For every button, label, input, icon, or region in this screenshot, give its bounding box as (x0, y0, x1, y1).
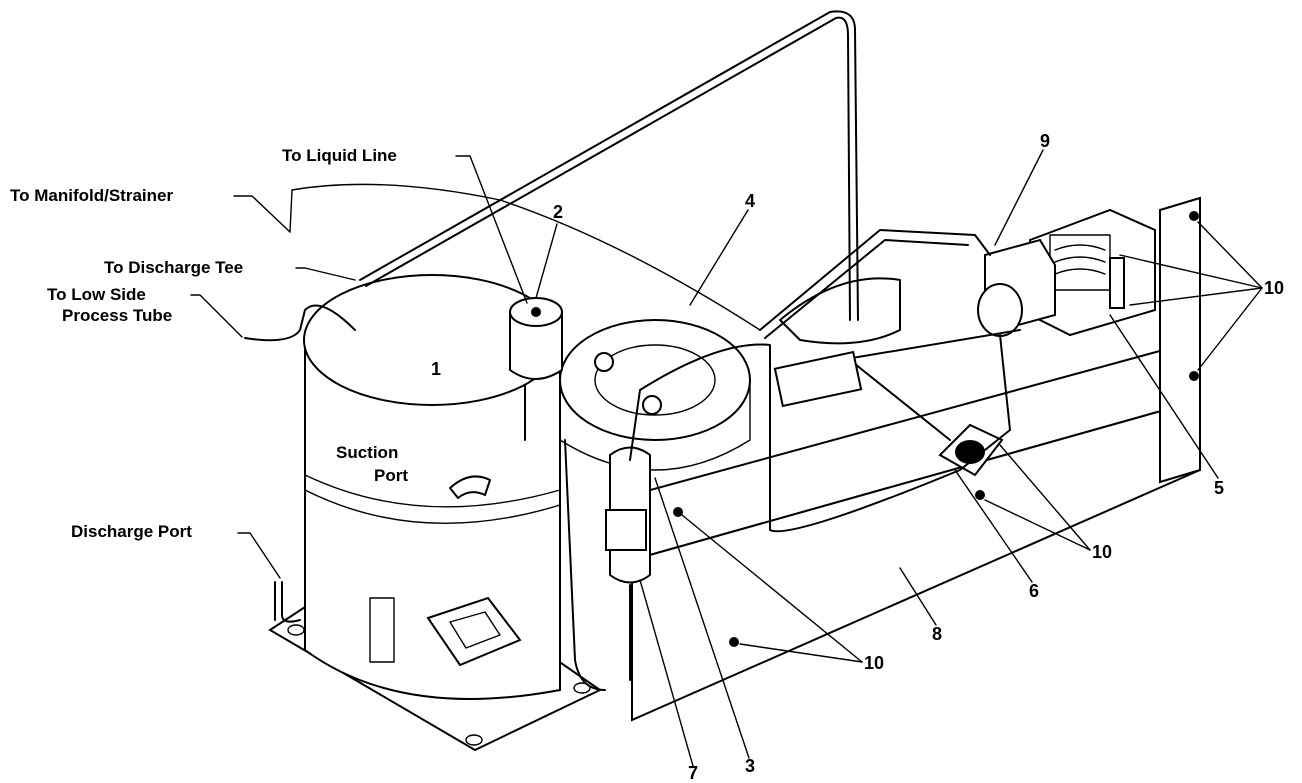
base-rail (631, 196, 1201, 722)
callout-4: 4 (745, 191, 756, 211)
callout-8: 8 (932, 624, 943, 644)
leader-lines (190, 149, 1263, 767)
callout-9: 9 (1040, 131, 1051, 151)
callout-2: 2 (553, 202, 564, 222)
compressor (303, 274, 561, 700)
label-to-discharge-tee: To Discharge Tee (104, 258, 244, 277)
tubing (244, 10, 1021, 691)
callout-5: 5 (1214, 478, 1225, 498)
callout-3: 3 (745, 756, 756, 776)
callout-10-middle: 10 (1092, 542, 1113, 562)
callout-1: 1 (431, 359, 442, 379)
control-assembly (977, 208, 1156, 337)
callout-10-right: 10 (1264, 278, 1285, 298)
filter-drier (605, 446, 651, 681)
label-to-low-side: To Low Side (47, 285, 146, 304)
label-to-manifold-strainer: To Manifold/Strainer (10, 186, 174, 205)
receiver-cylinder (509, 297, 563, 441)
label-port: Port (374, 466, 408, 485)
callout-10-bottom: 10 (864, 653, 885, 673)
label-suction: Suction (336, 443, 399, 462)
accumulator-coil (559, 319, 751, 471)
label-discharge-port: Discharge Port (71, 522, 192, 541)
label-to-liquid-line: To Liquid Line (282, 146, 397, 165)
callout-6: 6 (1029, 581, 1040, 601)
callout-7: 7 (688, 763, 699, 783)
label-process-tube: Process Tube (62, 306, 173, 325)
